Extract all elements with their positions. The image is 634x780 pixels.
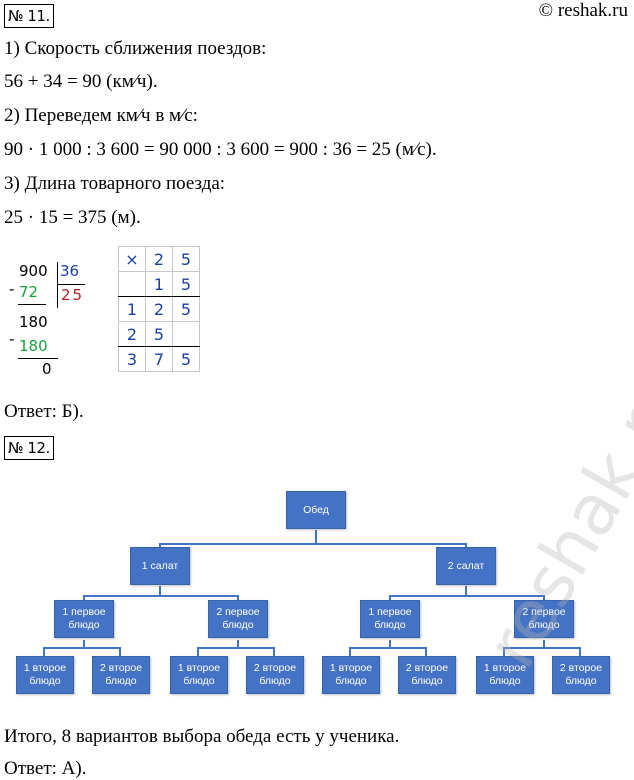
tree-node-second-1d: 1 второе блюдо (476, 656, 534, 694)
step2-calc: 90 · 1 000 : 3 600 = 90 000 : 3 600 = 90… (4, 139, 437, 160)
mult-r1-c2: 5 (172, 246, 200, 272)
tree-node-second-2b: 2 второе блюдо (246, 656, 304, 694)
tree-node-second-1a: 1 второе блюдо (16, 656, 74, 694)
tree-node-first-2b: 2 первое блюдо (514, 600, 574, 638)
tree-node-second-2a: 2 второе блюдо (92, 656, 150, 694)
tree-node-salad-2: 2 салат (436, 547, 496, 585)
problem-11-tag: № 11. (4, 4, 54, 28)
mult-r4-c1: 5 (145, 321, 173, 347)
answer-11: Ответ: Б). (4, 401, 84, 422)
problem-12-tag: № 12. (4, 436, 54, 460)
mult-r5-c1: 7 (145, 346, 173, 372)
mult-r5-c2: 5 (172, 346, 200, 372)
mult-r1-c1: 2 (145, 246, 173, 272)
step2-title: 2) Переведем км⁄ч в м⁄с: (4, 105, 198, 126)
watermark-text: © reshak.ru (538, 0, 628, 21)
answer-12: Ответ: А). (4, 758, 87, 779)
division-bar-vertical (57, 262, 58, 308)
tree-node-second-2c: 2 второе блюдо (398, 656, 456, 694)
mult-r3-c0: 1 (118, 296, 146, 322)
division-line-1 (18, 304, 46, 305)
step3-calc: 25 · 15 = 375 (м). (4, 207, 141, 228)
tree-connectors (43, 530, 581, 658)
mult-sign: × (118, 246, 146, 272)
mult-r2-c2: 5 (172, 271, 200, 297)
division-sub1: 72 (19, 283, 39, 301)
tree-node-second-1c: 1 второе блюдо (322, 656, 380, 694)
mult-r5-c0: 3 (118, 346, 146, 372)
tree-node-first-1b: 1 первое блюдо (360, 600, 420, 638)
division-line-2 (18, 358, 58, 359)
step3-title: 3) Длина товарного поезда: (4, 173, 226, 194)
mult-r3-c1: 2 (145, 296, 173, 322)
mult-r3-c2: 5 (172, 296, 200, 322)
tree-node-salad-1: 1 салат (130, 547, 190, 585)
tree-node-second-2d: 2 второе блюдо (552, 656, 610, 694)
division-rem2: 0 (42, 360, 52, 378)
mult-r4-c0: 2 (118, 321, 146, 347)
summary-12: Итого, 8 вариантов выбора обеда есть у у… (4, 726, 400, 747)
tree-node-root: Обед (286, 491, 346, 529)
division-bar-horizontal (57, 284, 85, 285)
mult-r2-c1: 1 (145, 271, 173, 297)
mult-r2-empty (118, 271, 146, 297)
tree-node-first-2a: 2 первое блюдо (208, 600, 268, 638)
mult-r4-empty (172, 321, 200, 347)
division-sub2: 180 (19, 337, 48, 355)
step1-calc: 56 + 34 = 90 (км⁄ч). (4, 71, 158, 92)
division-minus-2: - (9, 330, 15, 348)
division-quotient: 25 (61, 286, 85, 304)
multiplication-table: × 2 5 1 5 1 2 5 2 5 3 7 5 (118, 246, 200, 372)
division-minus-1: - (9, 280, 15, 298)
division-rem1: 180 (19, 313, 48, 331)
division-dividend: 900 (19, 262, 48, 280)
division-divisor: 36 (60, 262, 80, 280)
tree-node-first-1a: 1 первое блюдо (54, 600, 114, 638)
tree-node-second-1b: 1 второе блюдо (170, 656, 228, 694)
step1-title: 1) Скорость сближения поездов: (4, 38, 267, 59)
